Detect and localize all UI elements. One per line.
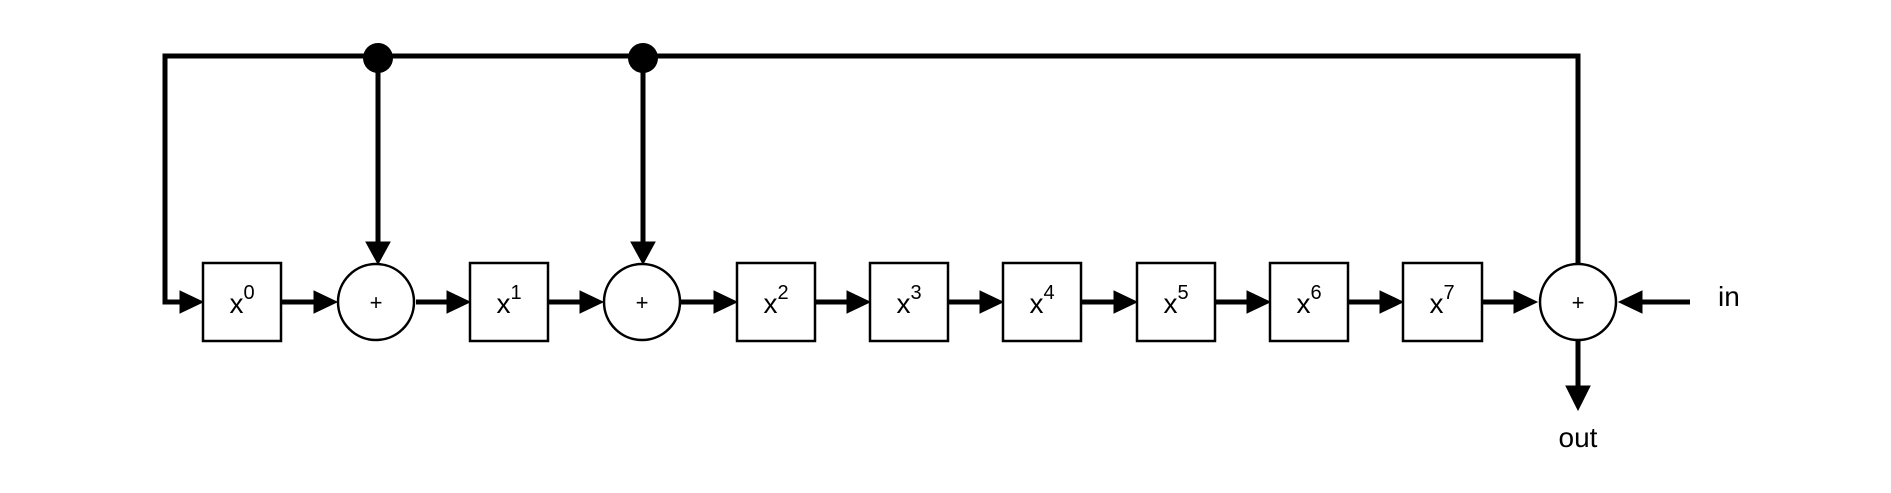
register-label: x7 [1429,282,1454,319]
register-base: x [1296,288,1310,319]
arrow-into-adder3 [1513,290,1539,314]
register-box [468,261,550,343]
register-x4: x4 [1001,261,1083,343]
register-base: x [229,288,243,319]
register-label: x0 [229,282,254,319]
output-label: out [1559,422,1598,453]
adder-circle [602,262,682,342]
register-exponent: 3 [910,282,921,304]
register-x5: x5 [1135,261,1217,343]
register-x3: x3 [868,261,950,343]
arrow-into-x2 [713,290,739,314]
adder-circle [1538,262,1618,342]
tap-arrow-1 [365,241,391,266]
adder-3: + [1538,262,1618,342]
register-x0: x0 [201,261,283,343]
register-box [1268,261,1350,343]
register-base: x [1029,288,1043,319]
input-label: in [1718,281,1740,312]
register-exponent: 4 [1043,282,1054,304]
arrow-into-x4 [979,290,1005,314]
register-exponent: 5 [1177,282,1188,304]
register-exponent: 1 [510,282,521,304]
register-label: x1 [496,282,521,319]
register-exponent: 2 [777,282,788,304]
register-base: x [496,288,510,319]
arrow-into-x1 [446,290,472,314]
arrow-into-adder2 [579,290,605,314]
arrow-into-x5 [1113,290,1139,314]
register-exponent: 7 [1443,282,1454,304]
register-exponent: 6 [1310,282,1321,304]
register-x2: x2 [735,261,817,343]
arrow-output [1565,385,1591,412]
adder-symbol: + [636,290,649,315]
tap-arrow-2 [630,241,656,266]
arrow-input-into-adder3 [1617,290,1643,314]
arrow-into-x3 [846,290,872,314]
arrow-into-x7 [1379,290,1405,314]
tap-junction-2 [628,43,658,73]
arrow-into-x0 [179,290,205,314]
register-box [868,261,950,343]
tap-junction-1 [363,43,393,73]
register-label: x6 [1296,282,1321,319]
register-box [1401,261,1484,343]
register-box [735,261,817,343]
register-x1: x1 [468,261,550,343]
register-exponent: 0 [243,282,254,304]
register-base: x [1163,288,1177,319]
register-label: x3 [896,282,921,319]
feedback-bus [162,53,1581,305]
register-base: x [763,288,777,319]
register-base: x [1429,288,1443,319]
register-x7: x7 [1401,261,1484,343]
adder-symbol: + [1572,290,1585,315]
register-label: x5 [1163,282,1188,319]
register-label: x2 [763,282,788,319]
register-box [1135,261,1217,343]
register-box [1001,261,1083,343]
adder-symbol: + [370,290,383,315]
adder-1: + [336,262,416,342]
adder-circle [336,262,416,342]
adder-2: + [602,262,682,342]
arrow-into-x6 [1246,290,1272,314]
register-x6: x6 [1268,261,1350,343]
register-base: x [896,288,910,319]
arrow-into-adder1 [313,290,339,314]
register-label: x4 [1029,282,1054,319]
register-box [201,261,283,343]
